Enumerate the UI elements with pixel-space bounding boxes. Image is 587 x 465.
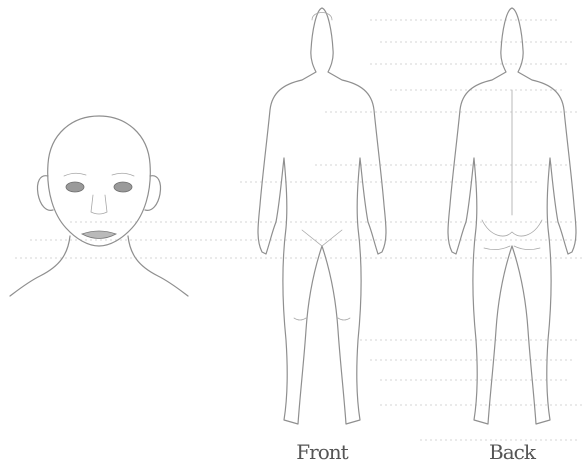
front-label: Front — [296, 440, 348, 464]
back-label: Back — [489, 440, 537, 464]
front-knee-right — [338, 318, 350, 320]
face-outline — [48, 116, 151, 246]
front-body-outline — [258, 8, 386, 424]
right-eyebrow — [112, 173, 134, 176]
neck-right — [128, 236, 188, 296]
left-eyebrow — [64, 173, 86, 176]
right-eye — [114, 182, 132, 192]
back-body-outline — [448, 8, 576, 424]
face-diagram — [10, 116, 188, 296]
neck-left — [10, 236, 70, 296]
left-ear — [37, 176, 53, 211]
back-body-diagram — [448, 8, 576, 424]
right-ear — [145, 176, 161, 211]
front-head-line — [312, 13, 332, 21]
front-knee-left — [294, 318, 306, 320]
nose — [91, 195, 107, 214]
front-groin-line — [302, 230, 342, 246]
front-body-diagram — [258, 8, 386, 424]
background-bleed-through — [15, 20, 585, 440]
mouth — [82, 231, 116, 239]
left-eye — [66, 182, 84, 192]
